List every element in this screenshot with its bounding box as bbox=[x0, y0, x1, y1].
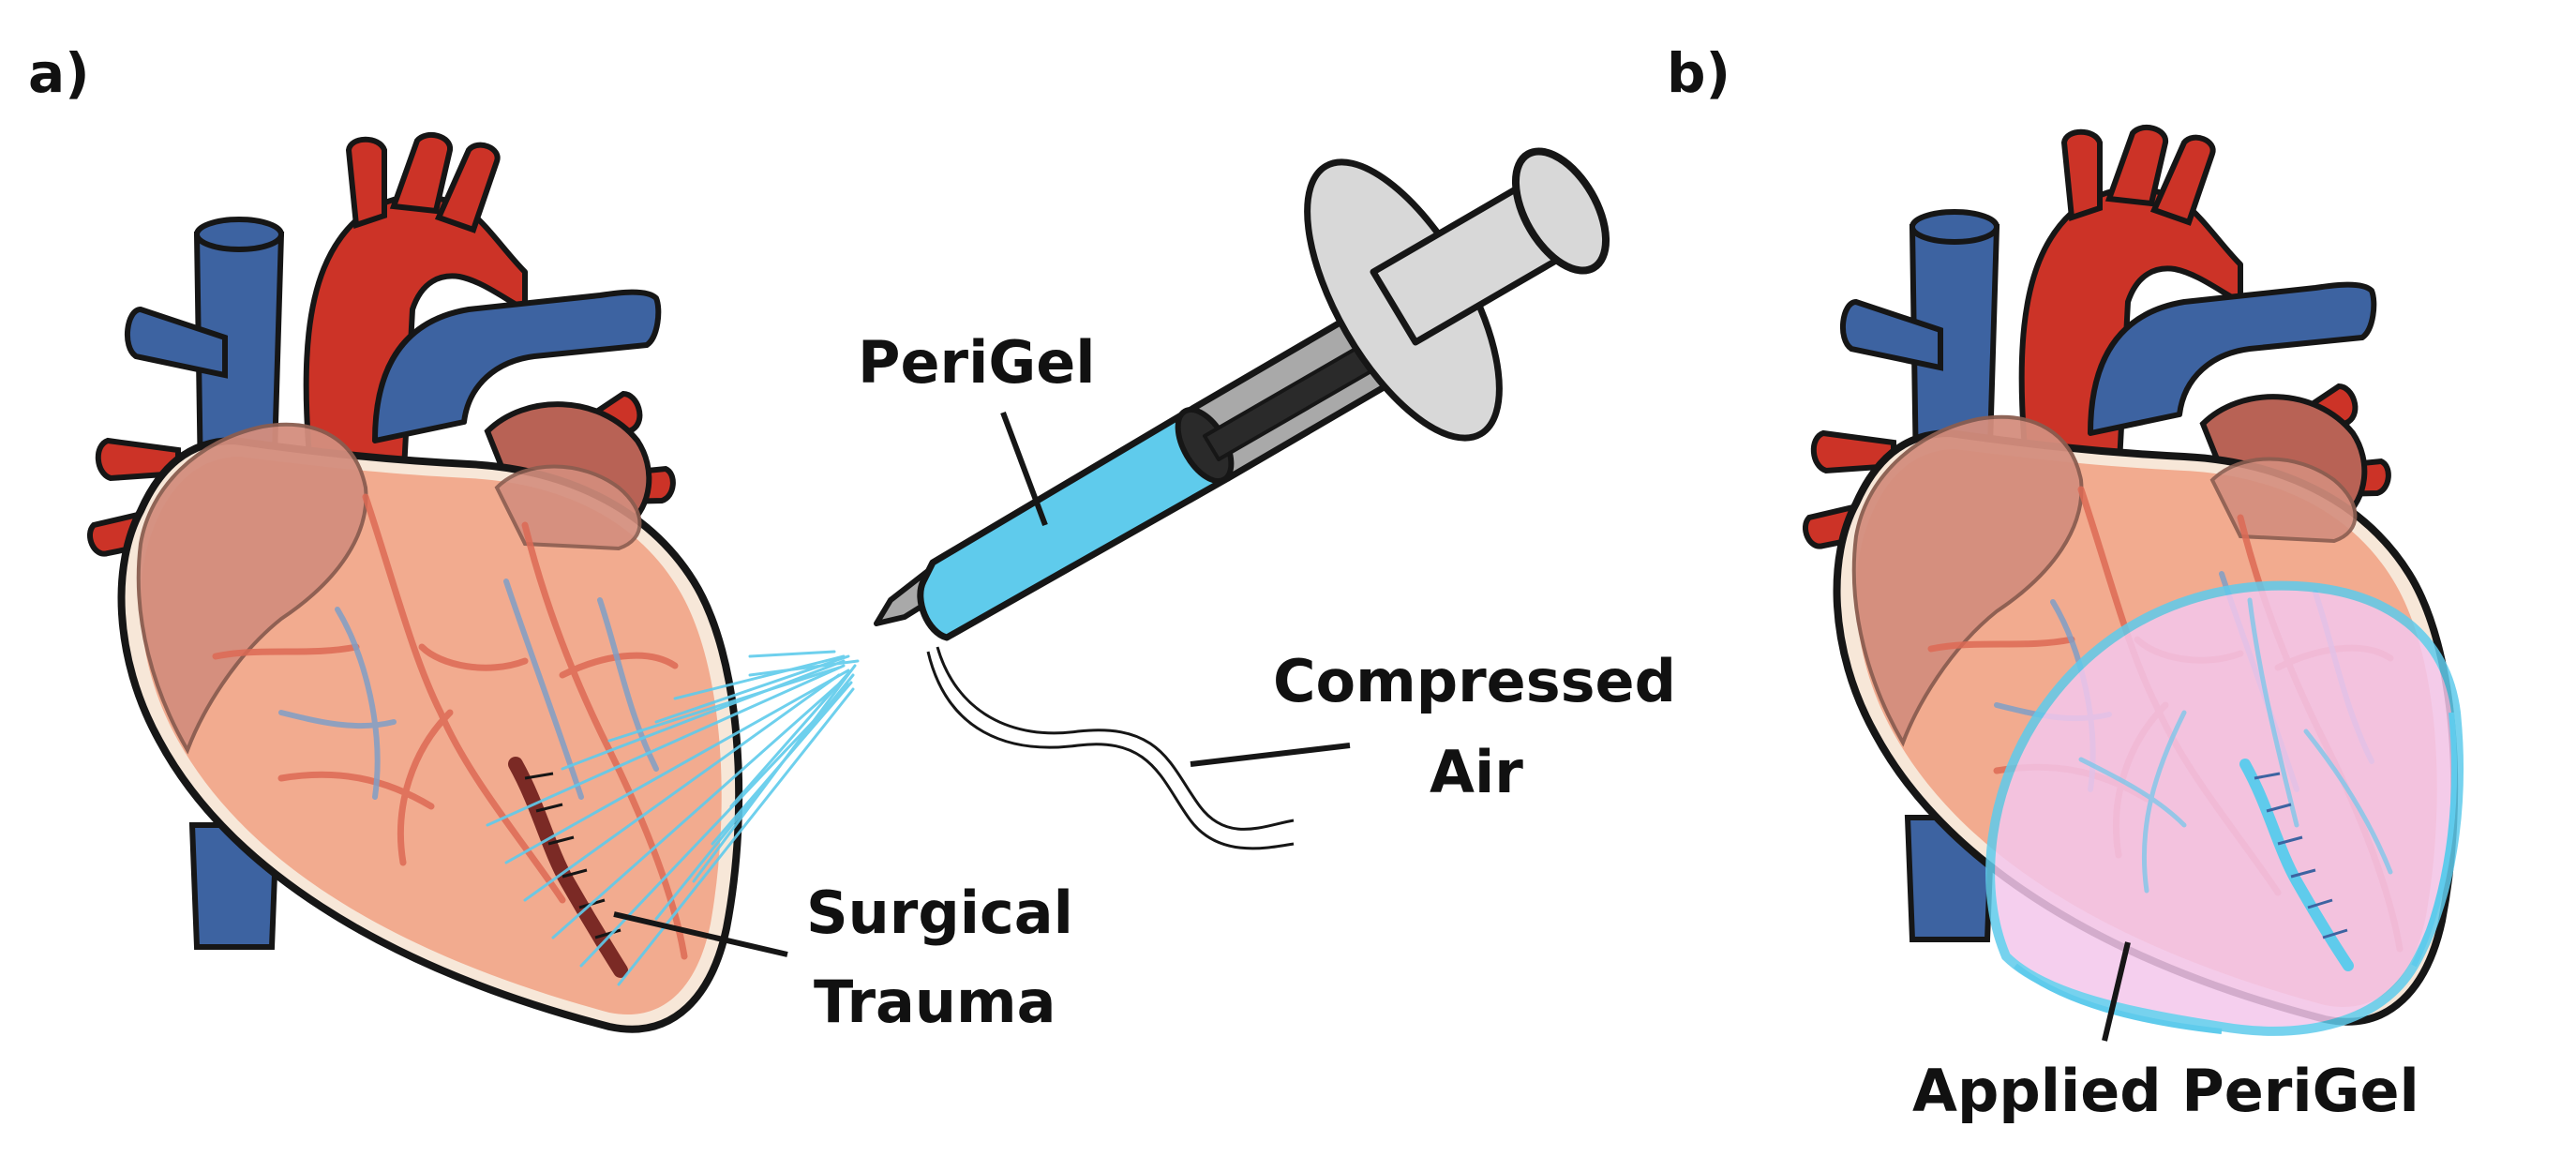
panel-a-label: a) bbox=[28, 41, 90, 105]
panel-a: a) bbox=[28, 41, 1676, 1036]
panel-b: b) Applied PeriGel bbox=[1667, 41, 2464, 1125]
applied-gel-overlay bbox=[1985, 580, 2464, 1036]
gel-spray bbox=[486, 650, 860, 986]
heart-illustration-a bbox=[90, 135, 739, 1029]
applied-perigel-pointer bbox=[2102, 941, 2131, 1042]
panel-b-label: b) bbox=[1667, 41, 1730, 105]
perigel-label: PeriGel bbox=[858, 328, 1096, 397]
applied-perigel-label: Applied PeriGel bbox=[1912, 1057, 2419, 1125]
surgical-trauma-label-line1: Surgical bbox=[806, 879, 1073, 947]
compressed-air-label-line1: Compressed bbox=[1273, 647, 1676, 715]
syringe bbox=[874, 147, 1610, 850]
surgical-trauma-label-line2: Trauma bbox=[814, 968, 1056, 1036]
surgical-trauma-pointer bbox=[613, 911, 788, 957]
compressed-air-label-line2: Air bbox=[1430, 738, 1523, 806]
perigel-pointer bbox=[1000, 411, 1048, 527]
compressed-air-pointer bbox=[1190, 743, 1351, 767]
